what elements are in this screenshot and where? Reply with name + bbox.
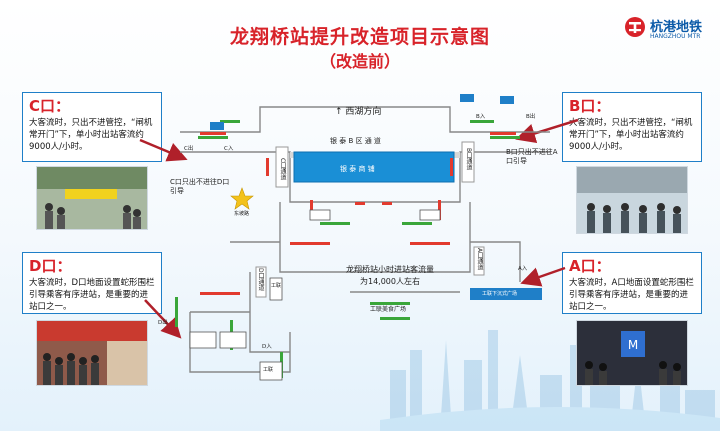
- a-passage-label: A口通道: [476, 248, 483, 271]
- callout-d: D口： 大客流时，D口地面设置蛇形围栏引导乘客有序进站，是重要的进站口之一。: [22, 252, 162, 314]
- photo-exit-a: M: [576, 320, 688, 386]
- mall-label: 银 泰 商 铺: [340, 165, 375, 173]
- ops-room-right: 工联: [263, 367, 274, 373]
- direction-label: ↑ 西湖方向: [335, 107, 382, 117]
- star-location-label: 东坡路: [234, 211, 250, 217]
- station-map: ↑ 西湖方向 银 泰 B 区 通 道 银 泰 商 铺 C口只出不进往D口引导 B…: [158, 92, 560, 397]
- callout-c-label: C口：: [29, 97, 71, 115]
- crowd-photo-icon: M: [577, 321, 687, 385]
- callout-a-text: 大客流时，A口地面设置蛇形围栏引导乘客有序进站，是重要的进站口之一。: [569, 278, 694, 312]
- d-passage-label: D口通道: [257, 268, 264, 291]
- star-icon: [230, 187, 254, 210]
- exit-c-in: C入: [224, 146, 234, 152]
- sunken-plaza-box: 工联下沉式广场: [482, 291, 518, 297]
- c-passage-label: C口通道: [279, 158, 286, 181]
- exit-a-in: A入: [518, 266, 528, 272]
- photo-exit-c: [36, 166, 148, 230]
- passenger-flow-line2: 为14,000人左右: [360, 277, 420, 286]
- crowd-photo-icon: [37, 167, 147, 229]
- station-floorplan: [175, 94, 550, 381]
- svg-text:M: M: [628, 338, 638, 352]
- b-passage-label: B口通道: [465, 148, 472, 171]
- c-exit-note: C口只出不进往D口引导: [170, 178, 230, 195]
- exit-c-out: C出: [184, 146, 194, 152]
- callout-d-label: D口：: [29, 257, 72, 275]
- exit-d-in: D入: [262, 344, 272, 350]
- photo-exit-b: [576, 166, 688, 234]
- page-subtitle: （改造前）: [319, 52, 400, 71]
- corridor-label: 银 泰 B 区 通 道: [330, 137, 381, 145]
- logo-name-en: HANGZHOU MTR: [650, 33, 701, 40]
- plaza-label: 工联美食广场: [370, 306, 407, 313]
- exit-b-out: B出: [526, 114, 536, 120]
- passenger-flow-line1: 龙翔桥站小时进站客流量: [346, 265, 434, 274]
- callout-c: C口： 大客流时，只出不进管控，“闸机常开门”下，单小时出站客流约9000人/小…: [22, 92, 162, 162]
- callout-a: A口： 大客流时，A口地面设置蛇形围栏引导乘客有序进站，是重要的进站口之一。: [562, 252, 702, 314]
- photo-exit-d: [36, 320, 148, 386]
- exit-b-in: B入: [476, 114, 486, 120]
- page-title: 龙翔桥站提升改造项目示意图: [229, 26, 490, 48]
- crowd-photo-icon: [37, 321, 147, 385]
- callout-b: B口： 大客流时，只出不进管控，“闸机常开门”下，单小时出站客流约9000人/小…: [562, 92, 702, 162]
- crowd-photo-icon: [577, 167, 687, 233]
- exit-d-out: D出: [158, 320, 168, 326]
- callout-b-label: B口：: [569, 97, 611, 115]
- callout-c-text: 大客流时，只出不进管控，“闸机常开门”下，单小时出站客流约9000人/小时。: [29, 118, 153, 152]
- callout-d-text: 大客流时，D口地面设置蛇形围栏引导乘客有序进站，是重要的进站口之一。: [29, 278, 155, 312]
- hangzhou-mtr-logo: 杭港地铁 HANGZHOU MTR: [624, 14, 714, 44]
- callout-a-label: A口：: [569, 257, 611, 275]
- b-exit-note: B口只出不进往A口引导: [506, 148, 558, 165]
- callout-b-text: 大客流时，只出不进管控，“闸机常开门”下，单小时出站客流约9000人/小时。: [569, 118, 693, 152]
- logo-name-cn: 杭港地铁: [650, 20, 703, 35]
- metro-logo-icon: [625, 17, 645, 37]
- ops-room-left: 工联: [271, 283, 282, 289]
